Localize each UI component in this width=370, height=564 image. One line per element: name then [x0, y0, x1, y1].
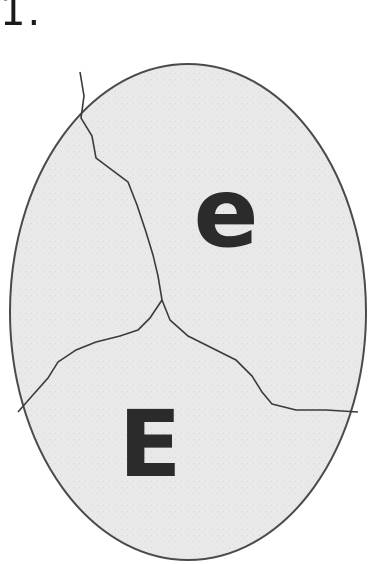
- egg-outline: [10, 64, 366, 560]
- lower-letter: E: [119, 391, 182, 498]
- upper-letter: e: [193, 157, 258, 269]
